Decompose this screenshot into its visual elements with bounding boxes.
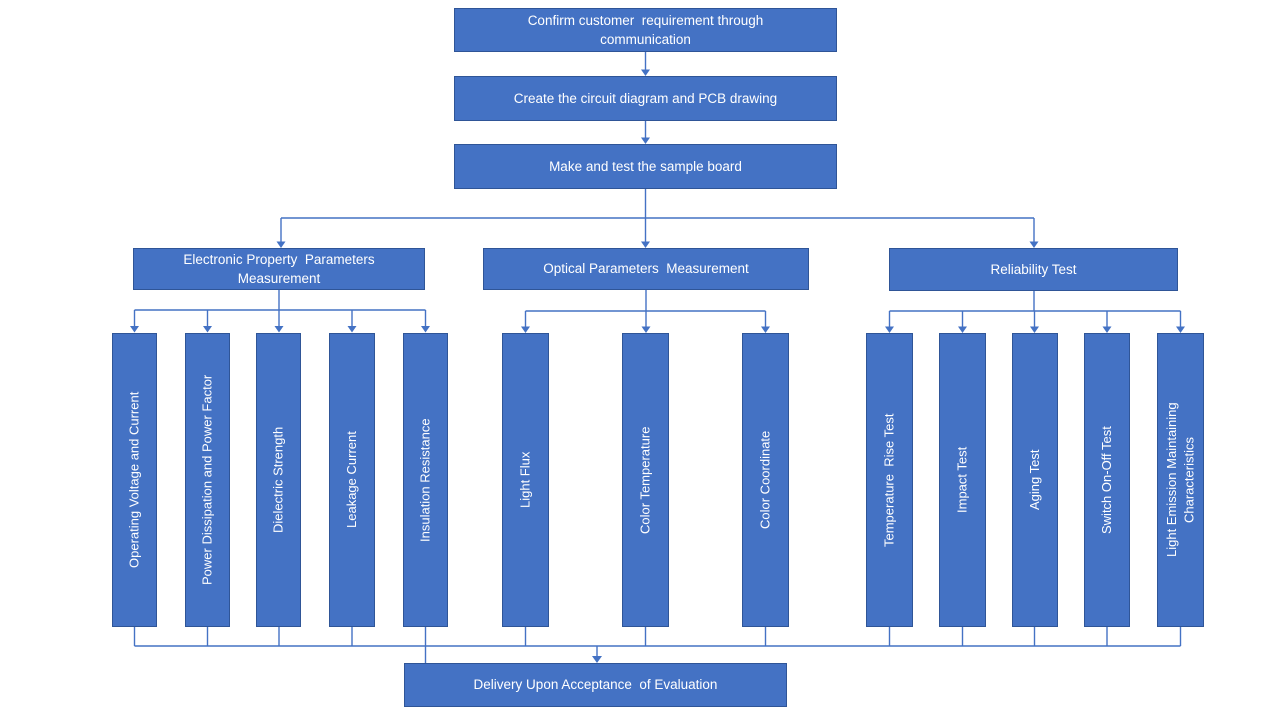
process-step-confirm-requirement: Confirm customer requirement through com… xyxy=(454,8,837,52)
test-item-color-temperature: Color Temperature xyxy=(622,333,669,627)
test-item-insulation-resistance: Insulation Resistance xyxy=(403,333,448,627)
group-header-optical-parameters: Optical Parameters Measurement xyxy=(483,248,809,290)
test-item-impact-test: Impact Test xyxy=(939,333,986,627)
test-item-dielectric-strength: Dielectric Strength xyxy=(256,333,301,627)
group-header-electronic-parameters: Electronic Property Parameters Measureme… xyxy=(133,248,425,290)
test-item-power-dissipation-factor: Power Dissipation and Power Factor xyxy=(185,333,230,627)
process-step-sample-board: Make and test the sample board xyxy=(454,144,837,189)
test-item-switch-on-off: Switch On-Off Test xyxy=(1084,333,1130,627)
test-item-temperature-rise: Temperature Rise Test xyxy=(866,333,913,627)
test-item-light-flux: Light Flux xyxy=(502,333,549,627)
process-step-delivery: Delivery Upon Acceptance of Evaluation xyxy=(404,663,787,707)
test-item-leakage-current: Leakage Current xyxy=(329,333,375,627)
test-item-aging-test: Aging Test xyxy=(1012,333,1058,627)
group-header-reliability-test: Reliability Test xyxy=(889,248,1178,291)
test-item-light-emission-maintaining: Light Emission Maintaining Characteristi… xyxy=(1157,333,1204,627)
test-item-color-coordinate: Color Coordinate xyxy=(742,333,789,627)
process-step-circuit-pcb-drawing: Create the circuit diagram and PCB drawi… xyxy=(454,76,837,121)
test-item-operating-voltage-current: Operating Voltage and Current xyxy=(112,333,157,627)
